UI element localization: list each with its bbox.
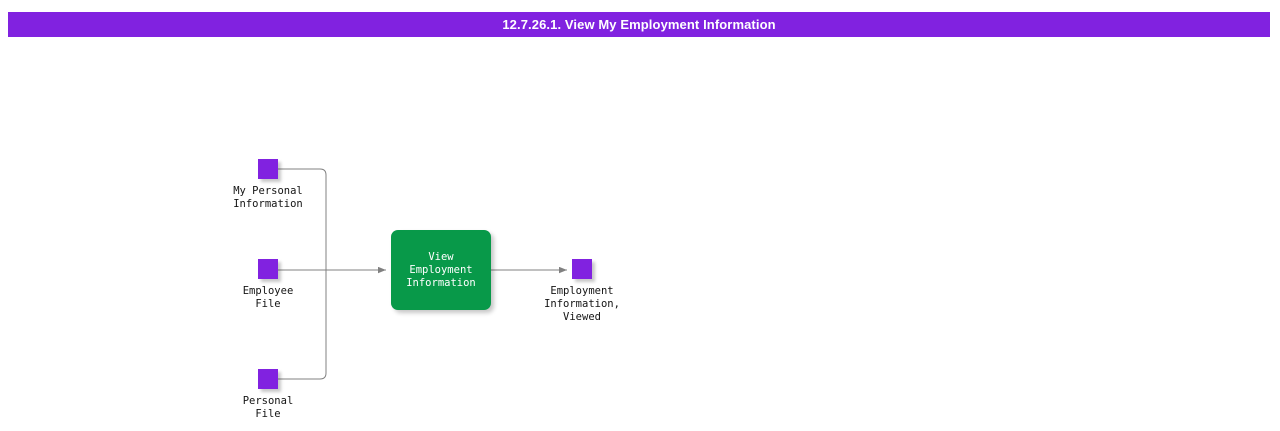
data-object-icon [572,259,592,279]
data-object-icon [258,259,278,279]
process-node-label: View Employment Information [406,250,476,289]
data-object-icon [258,369,278,389]
page-title-bar: 12.7.26.1. View My Employment Informatio… [8,12,1270,37]
data-object-label: My Personal Information [233,185,303,210]
page-title: 12.7.26.1. View My Employment Informatio… [502,17,776,32]
data-object-my-personal-information[interactable]: My Personal Information [198,159,338,211]
data-object-personal-file[interactable]: Personal File [198,369,338,421]
edge-personal-file-to-process [278,270,327,380]
data-object-icon [258,159,278,179]
process-node-view-employment-information[interactable]: View Employment Information [391,230,491,310]
data-object-label: Employment Information, Viewed [544,285,620,323]
edge-my-personal-information-to-process [278,168,327,270]
data-object-employee-file[interactable]: Employee File [198,259,338,311]
data-object-employment-information-viewed[interactable]: Employment Information, Viewed [512,259,652,324]
data-object-label: Personal File [242,395,294,420]
data-object-label: Employee File [242,285,294,310]
